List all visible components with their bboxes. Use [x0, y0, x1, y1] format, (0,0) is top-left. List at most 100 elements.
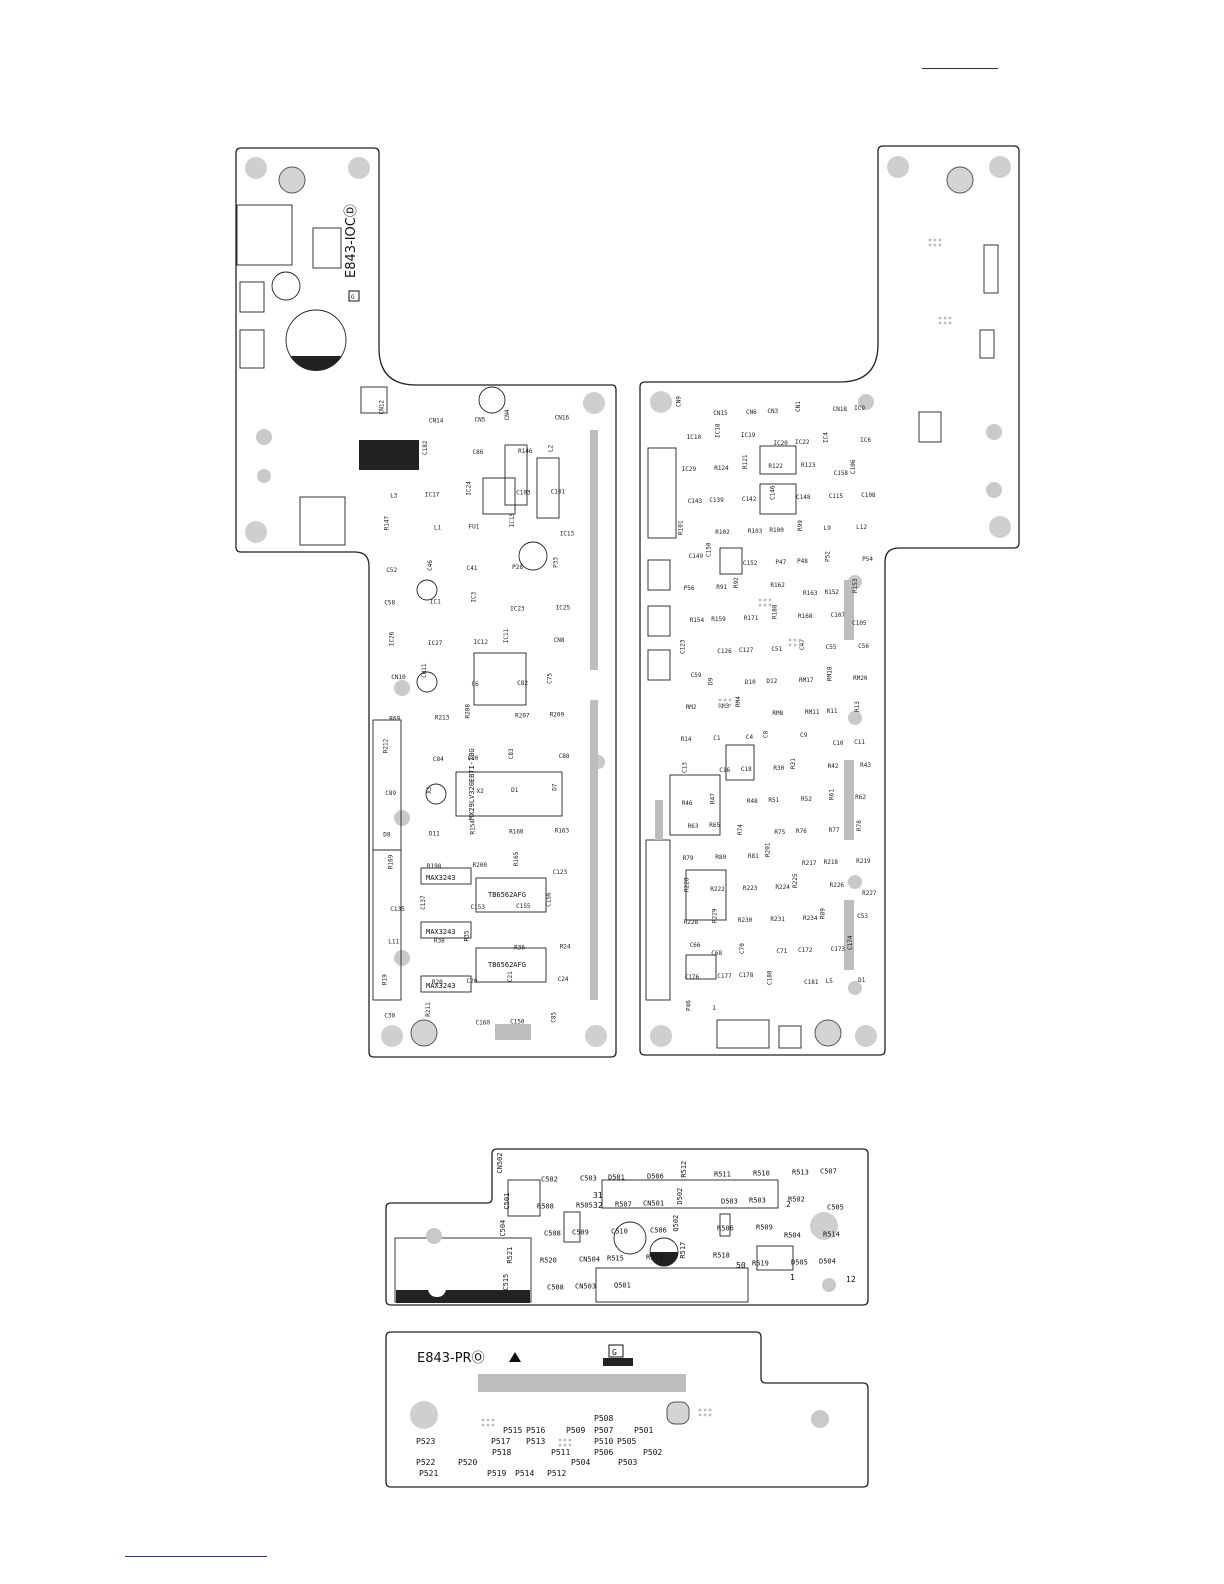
ioc-label: CN16 [555, 414, 570, 421]
cn-label: Q501 [614, 1282, 631, 1290]
ioc-label: C83 [508, 748, 515, 759]
pr-test-point-p510: P510 [594, 1437, 613, 1446]
main-label: R123 [801, 462, 816, 469]
pr-test-point-p516: P516 [526, 1426, 545, 1435]
main-label: C178 [739, 972, 754, 979]
main-label: R99 [797, 520, 804, 531]
main-label: R230 [738, 917, 753, 924]
ioc-label: C6 [472, 681, 480, 688]
ioc-label: R209 [550, 712, 565, 719]
main-label: R46 [682, 800, 693, 807]
ioc-label: R69 [389, 716, 400, 723]
main-label: R51 [768, 797, 779, 804]
cn-label: C504 [499, 1220, 507, 1237]
main-label: R52 [801, 796, 812, 803]
main-label: P54 [862, 556, 873, 563]
ioc-board: E843-IOCⒹ G MX29LV320EBTI-70G TB6562AFG … [235, 147, 617, 1058]
main-label: C108 [861, 492, 876, 499]
ioc-label: IC1 [430, 599, 441, 606]
main-label: IC20 [773, 440, 788, 447]
cn-label: R518 [713, 1252, 730, 1260]
main-label: C4 [746, 734, 754, 741]
ioc-label: C75 [547, 673, 554, 684]
ioc-label: C20 [467, 978, 478, 985]
ioc-label: D1 [511, 787, 519, 794]
ioc-label: IC11 [503, 628, 510, 643]
main-label: IC29 [682, 466, 697, 473]
cn-label: CN503 [575, 1283, 596, 1291]
main-label: C10 [833, 740, 844, 747]
main-label: R162 [770, 582, 785, 589]
ioc-label: R208 [465, 704, 472, 719]
main-label: C66 [690, 942, 701, 949]
cn-label: R505 [576, 1202, 593, 1210]
main-label: C47 [799, 639, 806, 650]
pr-test-point-p518: P518 [492, 1448, 511, 1457]
main-label: P48 [797, 558, 808, 565]
pr-test-point-p505: P505 [617, 1437, 636, 1446]
pr-test-point-p515: P515 [503, 1426, 522, 1435]
main-label: RM8 [772, 710, 783, 717]
cn-label: R508 [537, 1203, 554, 1211]
cn-label: D501 [608, 1174, 625, 1182]
main-screw-top [946, 166, 974, 194]
main-label: R229 [711, 908, 718, 923]
cn-label: R506 [717, 1225, 734, 1233]
main-label: D1 [858, 977, 866, 984]
cn-label: R517 [679, 1242, 687, 1259]
ioc-label: R169 [387, 854, 394, 869]
pr-board-outline [385, 1331, 869, 1488]
main-label: C181 [804, 979, 819, 986]
main-label: R222 [710, 886, 725, 893]
ioc-label: R154 [470, 820, 477, 835]
pr-hole [811, 1410, 829, 1428]
main-label: C142 [742, 496, 757, 503]
cn-label: C506 [650, 1227, 667, 1235]
main-label: C180 [766, 970, 773, 985]
ioc-label: C155 [516, 903, 531, 910]
main-label: IC19 [741, 432, 756, 439]
main-label: L9 [824, 525, 832, 532]
cn503-pin-1: 1 [790, 1273, 795, 1282]
ioc-rs232-ic-3-label: MAX3243 [426, 982, 456, 990]
main-label: R228 [684, 919, 699, 926]
ioc-board-outline [235, 147, 617, 1058]
ioc-driver-ic-1-label: TB6562AFG [488, 891, 526, 899]
main-holes [848, 394, 1002, 995]
cn-label: D503 [721, 1198, 738, 1206]
main-label: C107 [831, 612, 846, 619]
ioc-label: R146 [518, 448, 533, 455]
ioc-pads [495, 430, 598, 1040]
main-label: D9 [707, 677, 714, 685]
main-label: CN6 [746, 409, 757, 416]
main-label: CN9 [676, 396, 683, 407]
main-label: RM4 [735, 696, 742, 707]
main-label: RM2 [686, 704, 697, 711]
main-pads [655, 580, 854, 970]
ioc-label: C21 [507, 971, 514, 982]
ioc-rs232-ic-1-label: MAX3243 [426, 874, 456, 882]
main-label: D12 [766, 678, 777, 685]
ioc-label: R20 [432, 979, 443, 986]
main-label: R234 [803, 915, 818, 922]
main-label: R13 [854, 701, 861, 712]
ioc-label: C82 [517, 680, 528, 687]
cn-label: C508 [544, 1230, 561, 1238]
main-label: R223 [743, 885, 758, 892]
ioc-label: C153 [471, 904, 486, 911]
cn-label: C508 [547, 1284, 564, 1292]
ioc-label: R19 [381, 974, 388, 985]
main-label: C172 [798, 947, 813, 954]
pr-test-point-p519: P519 [487, 1469, 506, 1478]
pr-grade-label: G [612, 1348, 617, 1357]
main-board-outline [639, 145, 1020, 1056]
cn-hole-left [426, 1228, 442, 1244]
main-label: R224 [775, 884, 790, 891]
cn-label: R521 [506, 1247, 514, 1264]
main-label: R89 [820, 908, 827, 919]
pr-model-label: E843-PRⓄ [417, 1351, 485, 1366]
ioc-label: IC24 [466, 481, 473, 496]
main-label: R220 [684, 877, 691, 892]
